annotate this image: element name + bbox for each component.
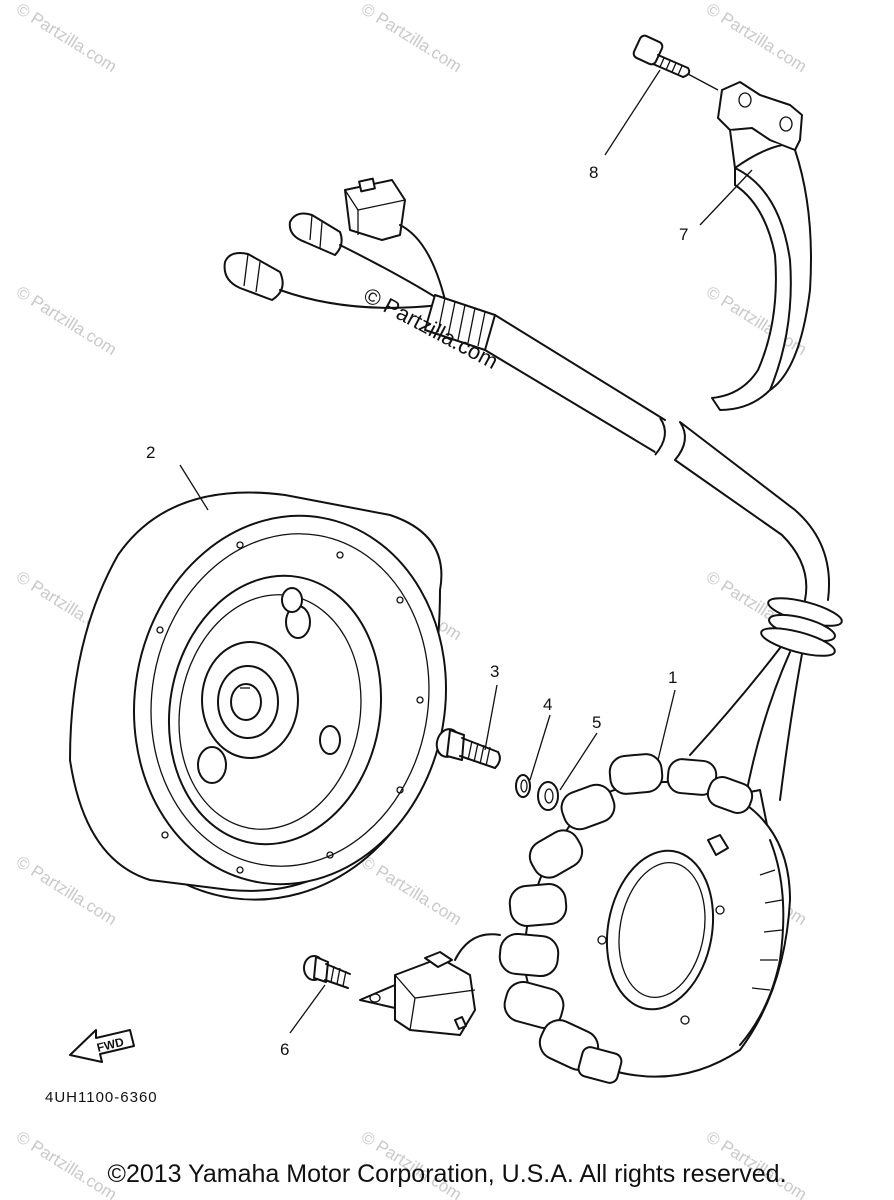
watermark: © Partzilla.com — [358, 852, 465, 929]
part-4-lock-washer[interactable] — [515, 774, 531, 798]
watermark: © Partzilla.com — [703, 282, 810, 359]
watermark: © Partzilla.com — [13, 852, 120, 929]
callouts: 1 2 3 4 5 6 7 8 — [146, 163, 688, 1059]
callout-7[interactable]: 7 — [679, 225, 688, 244]
callout-8[interactable]: 8 — [589, 163, 598, 182]
callout-6[interactable]: 6 — [280, 1040, 289, 1059]
leader-lines — [179, 69, 753, 1034]
part-1-wire-harness — [223, 177, 843, 835]
part-8-bolt[interactable] — [632, 34, 719, 91]
watermark: © Partzilla.com — [703, 0, 810, 76]
callout-1[interactable]: 1 — [668, 668, 677, 687]
part-1-stator-assembly[interactable] — [498, 753, 791, 1085]
copyright-notice: ©2013 Yamaha Motor Corporation, U.S.A. A… — [107, 1160, 787, 1188]
callout-5[interactable]: 5 — [592, 713, 601, 732]
watermark: © Partzilla.com — [358, 0, 465, 76]
part-3-screw[interactable] — [434, 727, 501, 769]
fwd-label: FWD — [95, 1035, 125, 1055]
part-7-wire-clamp[interactable] — [711, 81, 812, 411]
callout-2[interactable]: 2 — [146, 443, 155, 462]
part-5-plain-washer[interactable] — [537, 781, 559, 811]
watermark: © Partzilla.com — [13, 0, 120, 76]
part-6-screw[interactable] — [303, 955, 351, 989]
part-2-flywheel-rotor[interactable] — [54, 477, 475, 923]
diagram-code: 4UH1100-6360 — [45, 1089, 158, 1106]
part-1-pickup-coil — [359, 933, 501, 1036]
watermark: © Partzilla.com — [13, 282, 120, 359]
fwd-arrow-icon: FWD — [69, 1029, 135, 1063]
callout-3[interactable]: 3 — [490, 662, 499, 681]
callout-4[interactable]: 4 — [543, 695, 552, 714]
